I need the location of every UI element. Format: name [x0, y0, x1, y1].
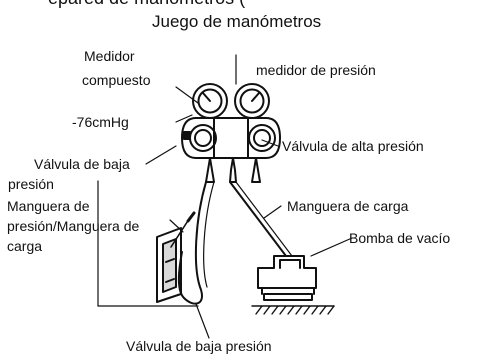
low-pressure-valve-label-line1: Válvula de baja — [34, 156, 130, 172]
compound-gauge-label-line1: Medidor — [84, 48, 135, 64]
vacuum-pump — [257, 255, 317, 301]
vacuum-pump-label: Bomba de vacío — [349, 230, 451, 246]
high-pressure-knob — [248, 124, 276, 152]
ground-hatching — [251, 305, 335, 315]
high-pressure-valve-label: Válvula de alta presión — [282, 138, 424, 154]
low-pressure-knob — [189, 124, 217, 152]
pressure-hose-label-line3: carga — [7, 238, 43, 254]
compound-gauge — [192, 83, 228, 119]
leader-lines — [97, 54, 353, 339]
manifold-body — [181, 117, 281, 159]
bottom-low-pressure-valve-label: Válvula de baja presión — [126, 338, 272, 354]
service-valve-unit — [156, 211, 196, 303]
pressure-gauge — [234, 83, 270, 119]
charge-hose-label: Manguera de carga — [287, 198, 409, 214]
vacuum-reading-label: -76cmHg — [72, 114, 129, 130]
pressure-hose-label-line2: presión/Manguera de — [7, 218, 140, 234]
hose-fittings — [205, 157, 261, 183]
low-pressure-valve-label-line2: presión — [8, 176, 54, 192]
header-clipped: epared de manómetros ( — [48, 0, 245, 8]
pressure-gauge-label: medidor de presión — [256, 62, 376, 78]
diagram-title: Juego de manómetros — [152, 12, 322, 31]
low-pressure-hose — [177, 181, 207, 305]
charge-hose — [229, 181, 287, 257]
pressure-hose-label-line1: Manguera de — [7, 198, 90, 214]
compound-gauge-label-line2: compuesto — [82, 72, 151, 88]
